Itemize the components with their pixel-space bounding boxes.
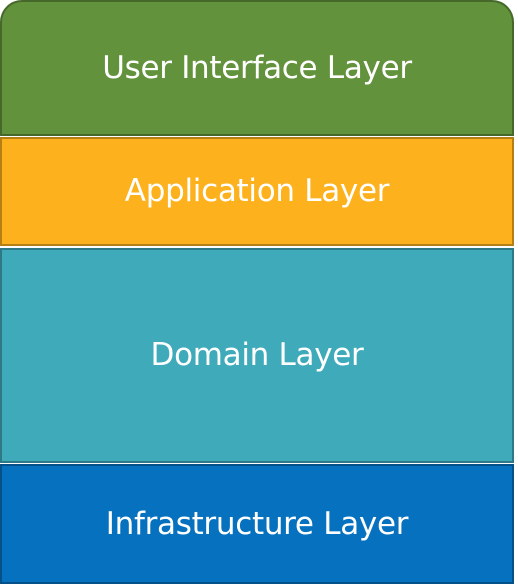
user-interface-layer-label: User Interface Layer xyxy=(102,49,412,86)
application-layer-label: Application Layer xyxy=(124,173,390,209)
application-layer-block: Application Layer xyxy=(0,137,514,246)
domain-layer-block: Domain Layer xyxy=(0,248,514,463)
infrastructure-layer-block: Infrastructure Layer xyxy=(0,464,514,584)
user-interface-layer-block: User Interface Layer xyxy=(0,0,514,136)
infrastructure-layer-label: Infrastructure Layer xyxy=(105,505,409,542)
domain-layer-label: Domain Layer xyxy=(150,337,364,373)
